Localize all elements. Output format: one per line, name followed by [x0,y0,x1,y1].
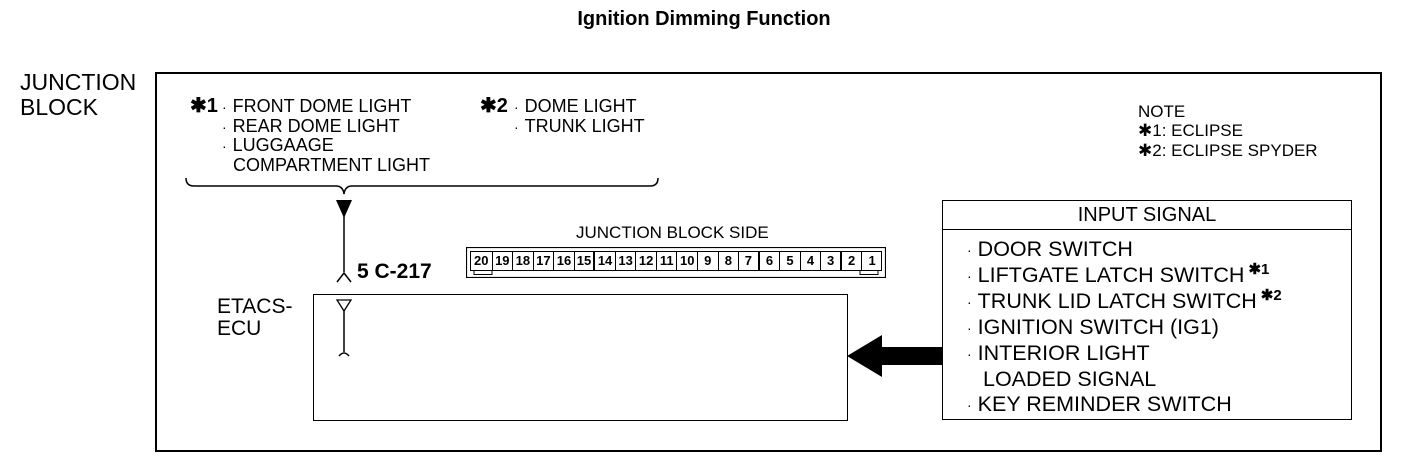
note-line-2: ✱2: ECLIPSE SPYDER [1138,141,1318,160]
connector-pin-3: 3 [820,252,841,270]
junction-block-label: JUNCTION BLOCK [20,69,137,120]
connector-pin-18: 18 [512,252,533,270]
input-item-door: ·DOOR SWITCH [967,237,1133,261]
connector-pin-19: 19 [491,252,513,270]
input-item-ignition: ·IGNITION SWITCH (IG1) [967,314,1219,339]
note-line-1: ✱1: ECLIPSE [1138,121,1243,140]
connector-pin-17: 17 [532,252,554,270]
connector-pin-14: 14 [594,252,615,270]
connector-pin-16: 16 [553,252,574,270]
etacs-ecu-box [313,294,848,421]
ecu-label-line2: ECU [217,317,262,340]
connector-pin-20: 20 [474,253,489,268]
input-item-liftgate: ·LIFTGATE LATCH SWITCH✱1 [967,260,1270,287]
input-item-key-reminder: ·KEY REMINDER SWITCH [967,392,1232,417]
connector-pin-11: 11 [655,252,677,270]
connector-side-label: JUNCTION BLOCK SIDE [576,223,769,242]
page-title: Ignition Dimming Function [577,8,831,30]
group1-item-compartment: COMPARTMENT LIGHT [233,155,431,175]
ecu-label-line1: ETACS- [217,295,293,318]
input-item-interior-light: ·INTERIOR LIGHT [967,340,1150,365]
junction-block-frame [155,72,1382,452]
group2-item-trunk: ·TRUNK LIGHT [514,116,645,136]
connector-pin-13: 13 [614,252,636,270]
note-heading: NOTE [1138,102,1186,121]
input-item-loaded-signal: LOADED SIGNAL [983,366,1157,391]
connector-pin-10: 10 [676,252,697,270]
liftgate-marker: ✱1 [1248,260,1270,278]
connector-pin-1: 1 [861,252,882,270]
connector-pin-5: 5 [779,252,800,270]
connector-pin-12: 12 [635,252,656,270]
connector-pin-9: 9 [697,252,718,270]
terminal-label: 5 C-217 [357,260,432,283]
connector-pin-8: 8 [717,252,739,270]
trunk-marker: ✱2 [1260,286,1282,304]
group1-item-rear-dome: ·REAR DOME LIGHT [222,116,400,136]
group1-marker: ✱1 [190,95,218,117]
input-signal-box: INPUT SIGNAL ·DOOR SWITCH ·LIFTGATE LATC… [942,200,1352,420]
connector-pin-4: 4 [799,252,821,270]
connector-pin-15: 15 [573,252,595,270]
input-signal-list: ·DOOR SWITCH ·LIFTGATE LATCH SWITCH✱1 ·T… [943,230,1351,418]
connector-pin-7: 7 [738,252,759,270]
group2-item-dome: ·DOME LIGHT [514,96,637,116]
connector-outline [466,247,886,278]
group1-item-luggage: ·LUGGAAGE [222,135,334,155]
input-item-trunk-lid: ·TRUNK LID LATCH SWITCH✱2 [967,286,1282,313]
connector-pin-6: 6 [758,252,780,270]
group1-item-front-dome: ·FRONT DOME LIGHT [222,96,412,116]
input-signal-heading: INPUT SIGNAL [943,201,1351,230]
connector-pin-2: 2 [840,252,862,270]
group2-marker: ✱2 [480,95,508,117]
